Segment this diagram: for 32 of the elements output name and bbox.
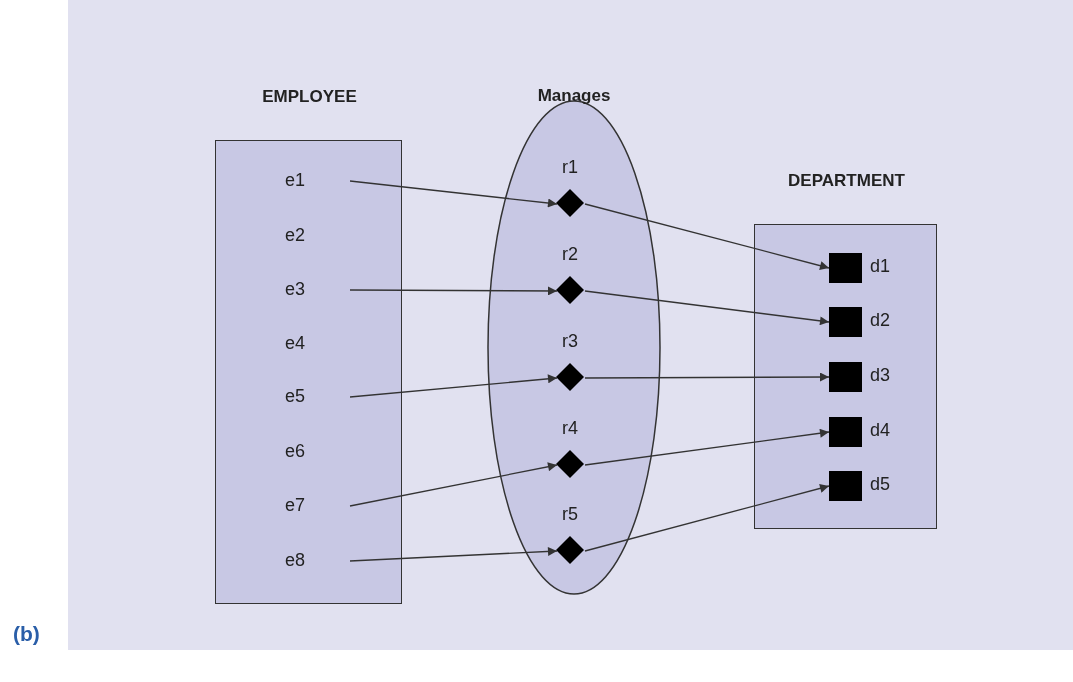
entity-label: e7 [285, 495, 306, 516]
entity-label: e5 [285, 386, 306, 407]
entity-label: d3 [870, 365, 891, 386]
entity-label: d1 [870, 256, 891, 277]
arrow [584, 290, 830, 326]
arrow [349, 286, 558, 296]
entity-label: d2 [870, 310, 891, 331]
panel-label: (b) [13, 622, 40, 646]
arrow [349, 180, 558, 208]
relationship-label: r4 [561, 418, 579, 439]
entity-label: e2 [285, 225, 306, 246]
relationship-label: r3 [561, 331, 579, 352]
entity-label: d4 [870, 420, 891, 441]
entity-label: e3 [285, 279, 306, 300]
arrow [349, 462, 558, 507]
arrow [584, 428, 830, 466]
set-heading: Manages [536, 86, 612, 106]
arrow [349, 546, 558, 562]
entity-label: e1 [285, 170, 306, 191]
entity-label: e8 [285, 550, 306, 571]
arrow [584, 203, 830, 271]
arrow [584, 483, 830, 552]
set-heading: DEPARTMENT [787, 171, 906, 191]
relationship-label: r2 [561, 244, 579, 265]
arrow [584, 372, 830, 382]
entity-label: d5 [870, 474, 891, 495]
relationship-label: r5 [561, 504, 579, 525]
relationship-label: r1 [561, 157, 579, 178]
entity-label: e4 [285, 333, 306, 354]
set-heading: EMPLOYEE [261, 87, 358, 107]
entity-label: e6 [285, 441, 306, 462]
arrow [349, 374, 558, 398]
